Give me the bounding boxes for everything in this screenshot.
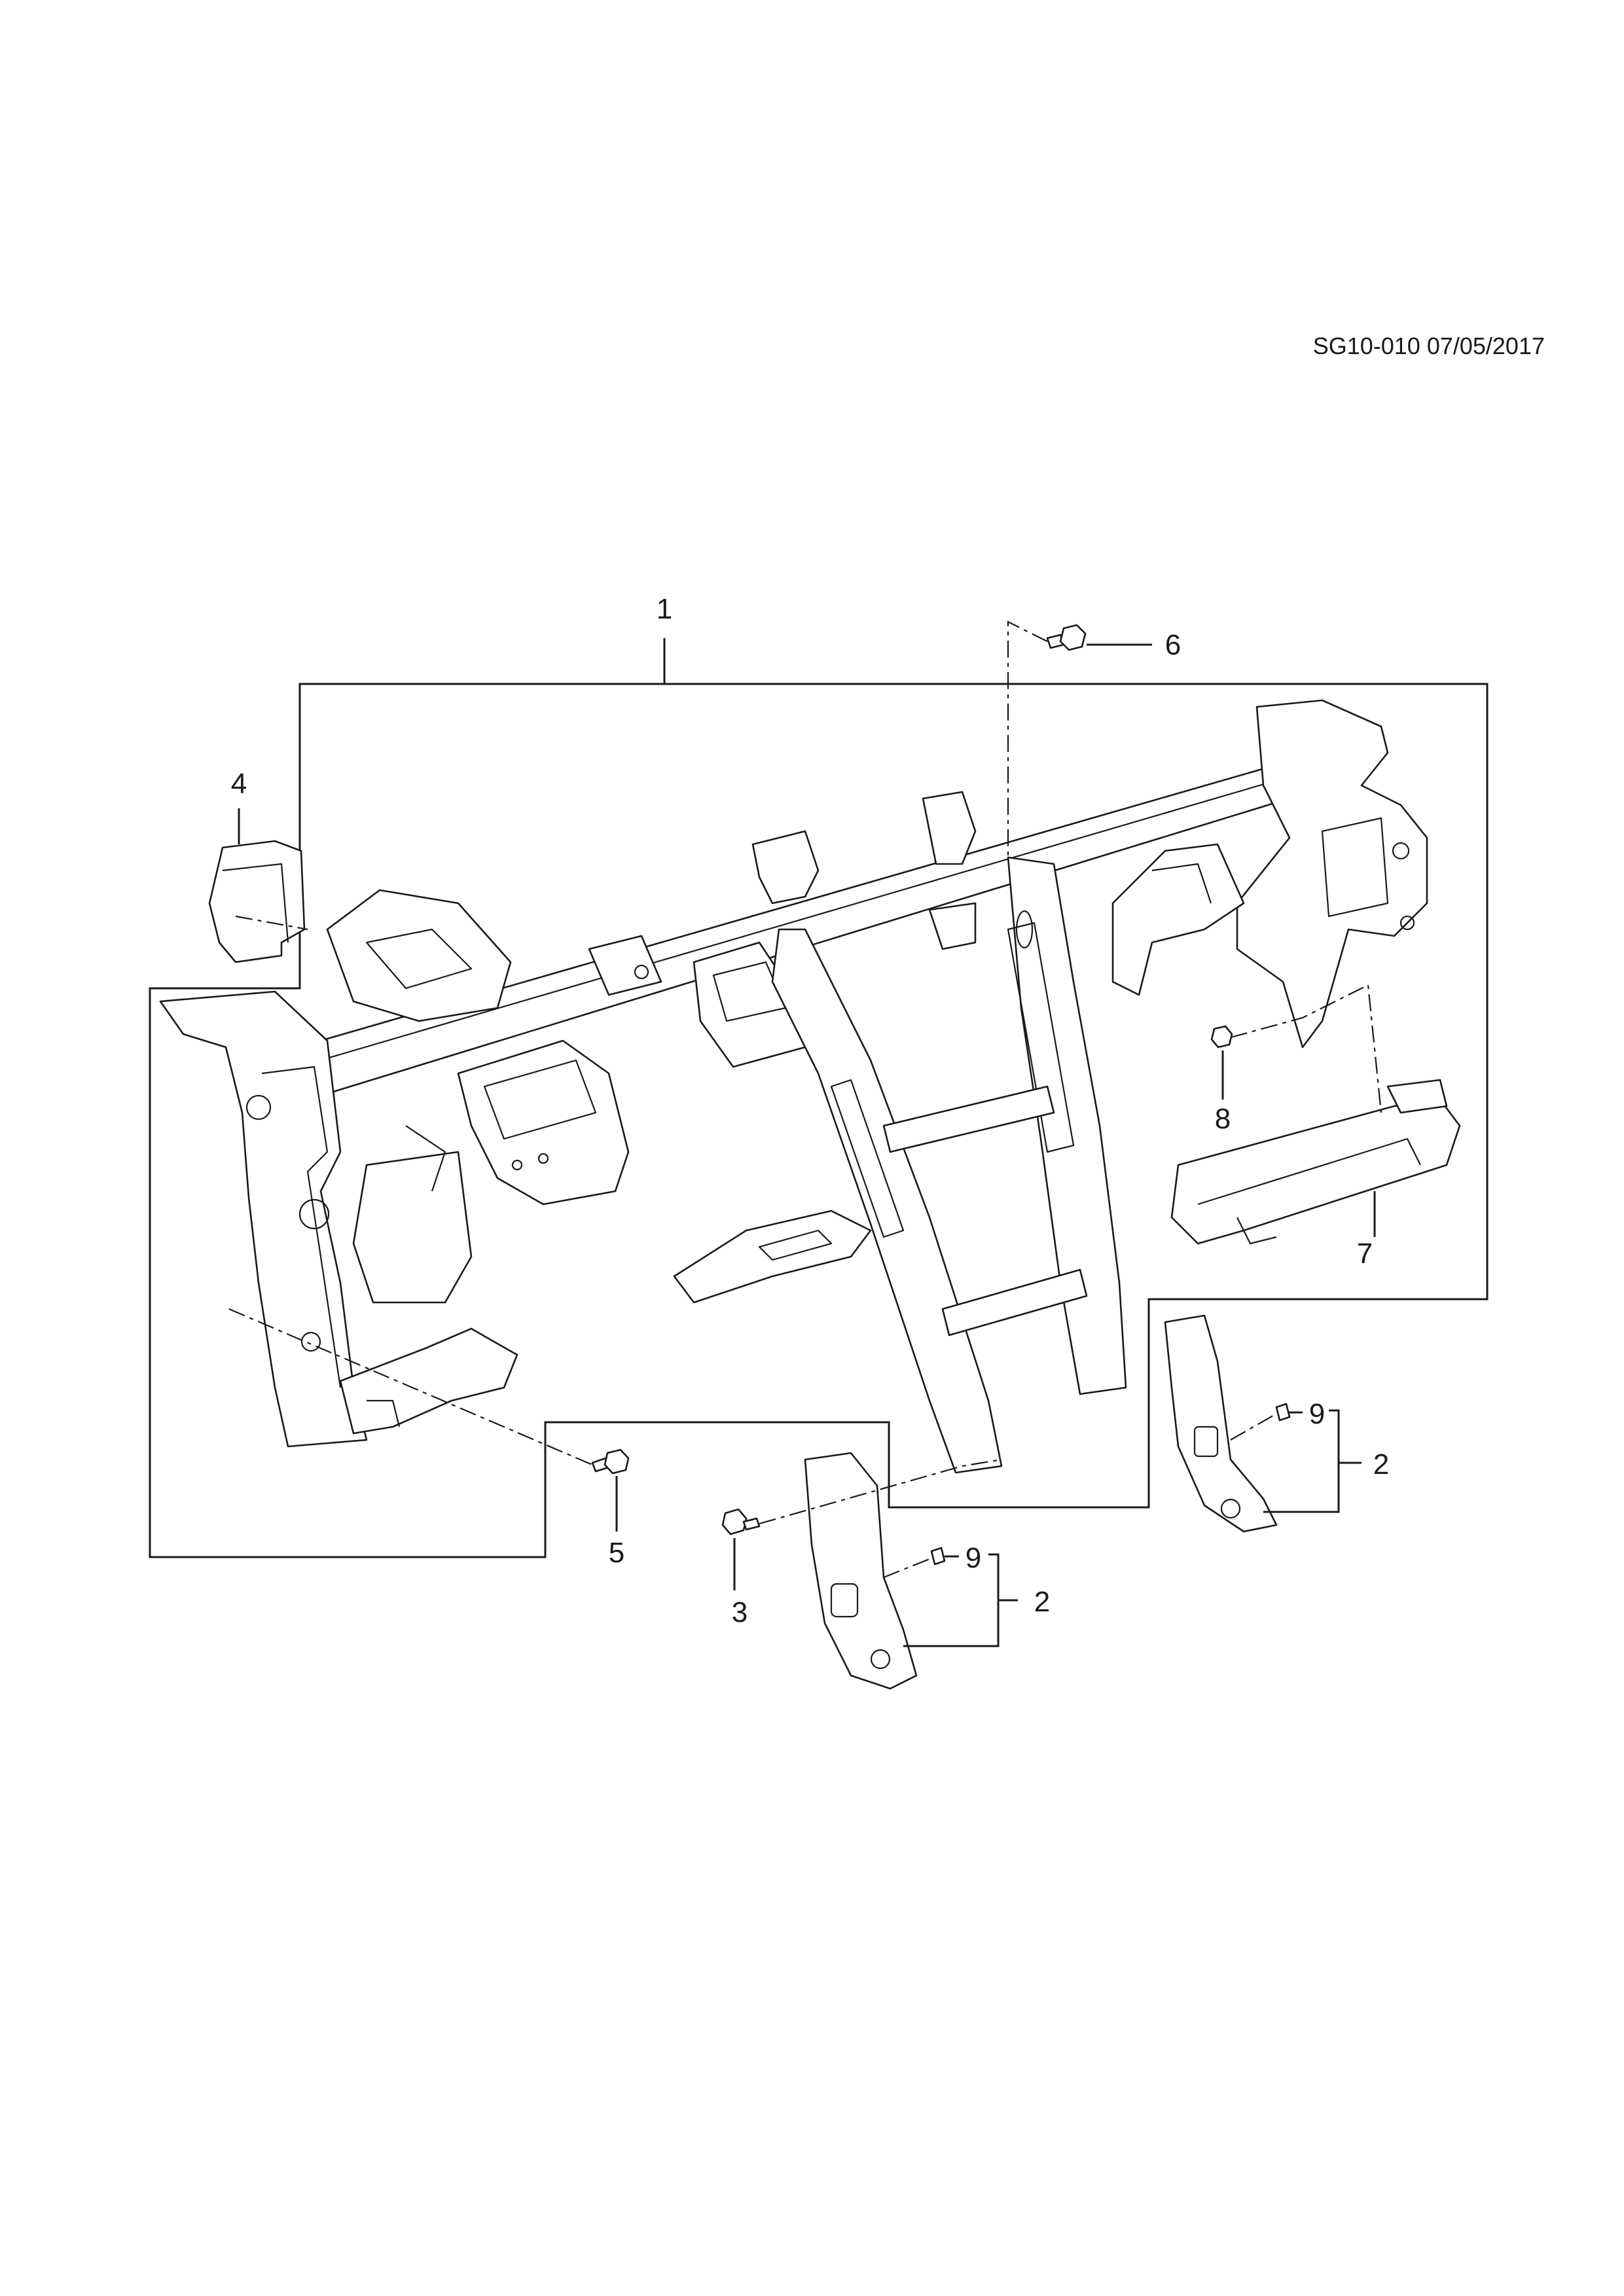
- install-line-clip-9-right: [1230, 1413, 1277, 1441]
- callout-2-right: 2: [1373, 1448, 1389, 1480]
- callout-9-left: 9: [965, 1542, 981, 1574]
- install-line-bolt-3: [759, 1458, 1002, 1525]
- callout-8: 8: [1215, 1103, 1231, 1135]
- bolt-5: [591, 1448, 630, 1475]
- part-4-block: [208, 840, 306, 963]
- callout-1: 1: [657, 593, 672, 625]
- right-side-bracket: [1111, 699, 1428, 1049]
- install-line-clip-9-left: [883, 1556, 933, 1579]
- bolt-3: [721, 1508, 761, 1535]
- clip-9-right: [1275, 1403, 1291, 1422]
- centre-floor-braces: [673, 856, 1127, 1474]
- diagram-reference-code: SG10-010 07/05/2017: [1312, 332, 1545, 359]
- bolt-6: [1046, 624, 1087, 651]
- callout-2-left: 2: [1034, 1586, 1050, 1618]
- left-side-bracket: [159, 889, 518, 1448]
- install-line-part-4: [235, 915, 308, 931]
- install-line-bolt-5: [228, 1308, 593, 1466]
- callout-3: 3: [732, 1596, 748, 1628]
- install-line-nut-8: [1230, 984, 1382, 1113]
- callout-5: 5: [609, 1537, 624, 1569]
- bracket-2-left: [903, 1553, 1018, 1647]
- nut-8: [1210, 1025, 1233, 1049]
- part-7-lower-right-brace: [1170, 1079, 1461, 1245]
- callout-4: 4: [231, 768, 247, 800]
- assembly-boundary-outline: [149, 683, 1489, 1558]
- callout-7: 7: [1357, 1238, 1373, 1270]
- part-2-right-bracket: [1164, 1314, 1278, 1533]
- bracket-2-right: [1263, 1409, 1362, 1513]
- beam-mounting-tabs: [751, 791, 977, 950]
- callout-9-right: 9: [1309, 1398, 1325, 1430]
- part-2-left-bracket: [804, 1452, 918, 1690]
- install-line-bolt-6: [1007, 620, 1048, 857]
- callout-6: 6: [1165, 629, 1181, 661]
- steering-support-bracket: [352, 1039, 630, 1304]
- clip-9-left: [930, 1547, 946, 1566]
